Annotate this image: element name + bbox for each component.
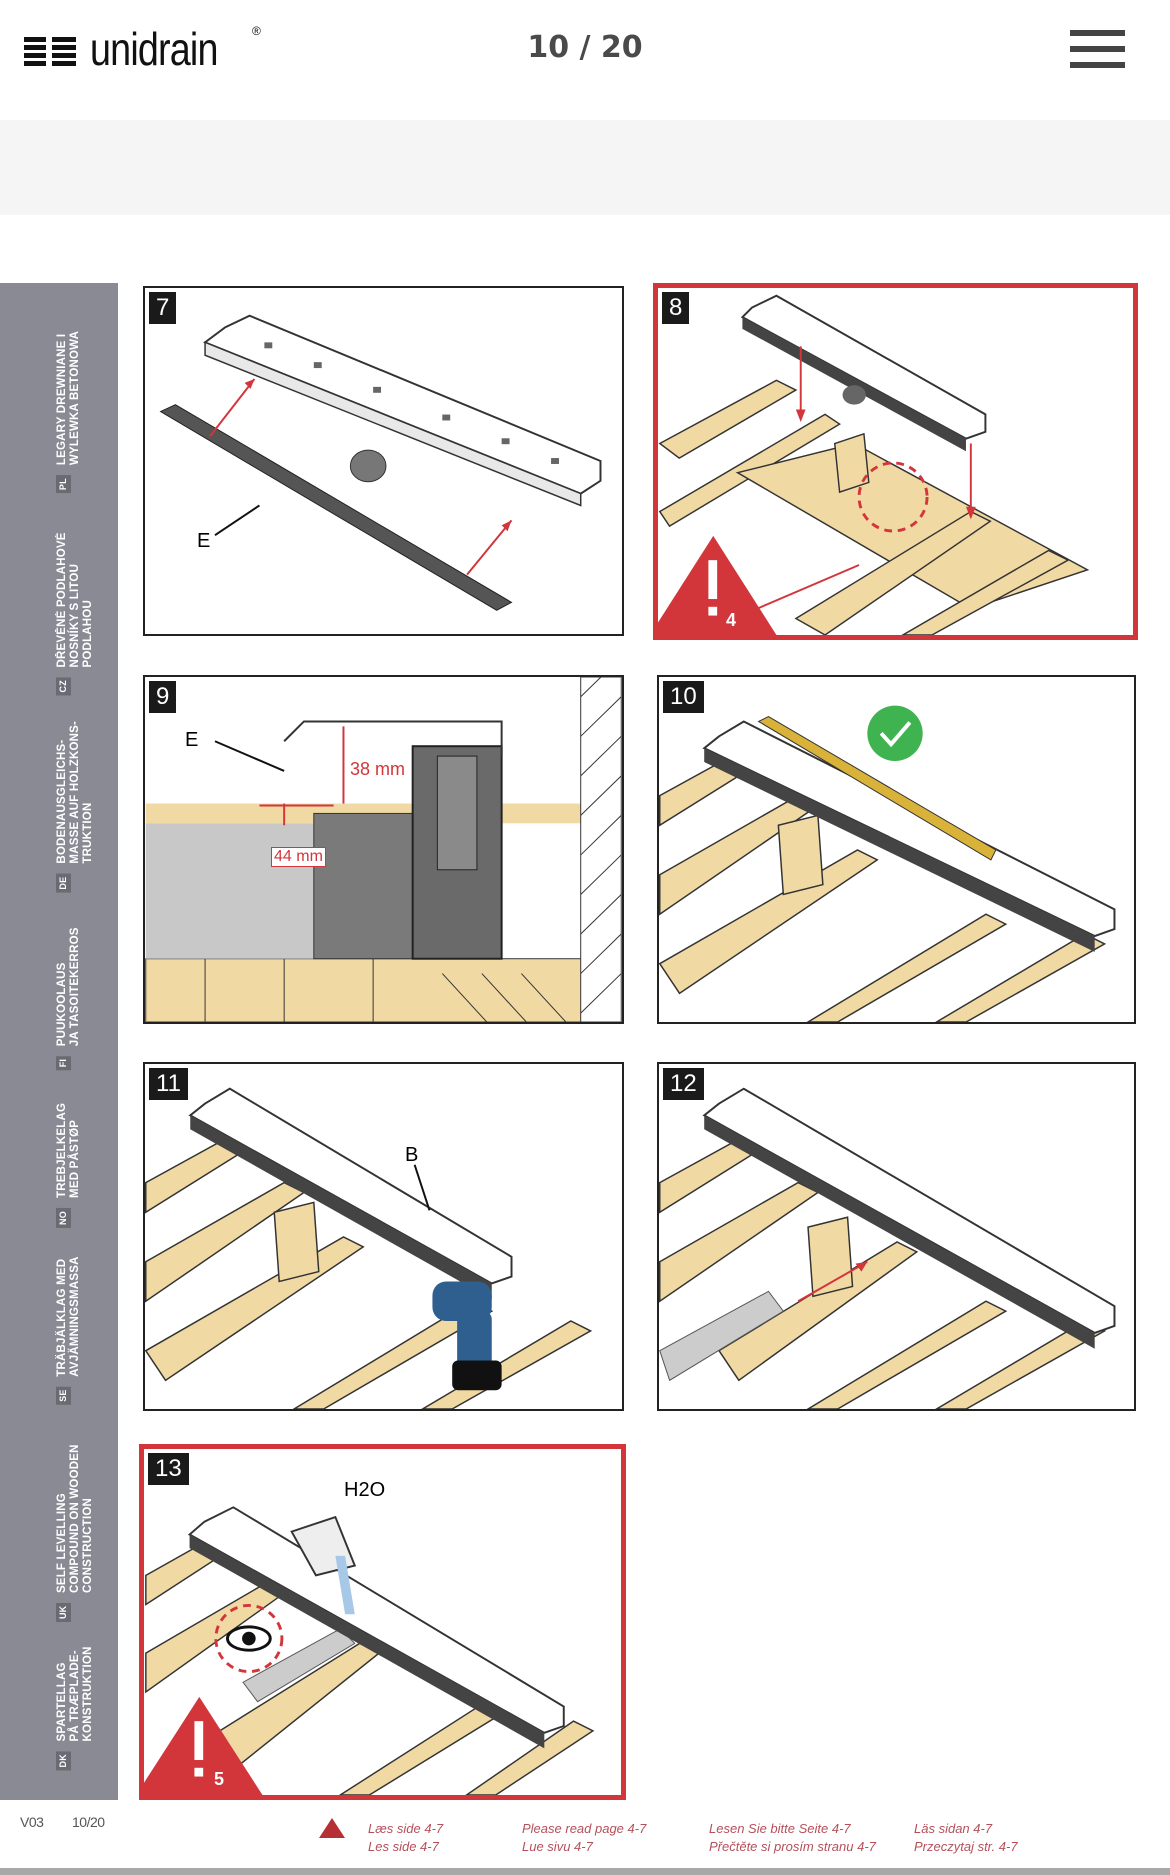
unidrain-logo[interactable]: unidrain ®	[24, 23, 261, 75]
step-7-panel: 7 E	[143, 286, 624, 636]
cross-section-illustration	[145, 677, 622, 1022]
step-number: 7	[149, 292, 177, 324]
warning-reference: 5	[214, 1769, 225, 1789]
note-line: Læs side 4-7	[368, 1821, 444, 1836]
lang-line: MASSE AUF HOLZKONS-	[69, 721, 81, 865]
level-check-illustration	[659, 705, 1116, 1022]
lang-line: COMPOUND ON WOODEN	[69, 1443, 81, 1593]
lang-line: DŘEVĚNÉ PODLAHOVÉ	[56, 531, 68, 667]
lang-line: SELF LEVELLING	[56, 1492, 68, 1593]
note-line: Przeczytaj str. 4-7	[914, 1839, 1018, 1854]
step-12-panel: 12	[657, 1062, 1136, 1411]
note-line: Lesen Sie bitte Seite 4-7	[709, 1821, 851, 1836]
step-number: 10	[663, 681, 704, 713]
bottom-scrollbar[interactable]	[0, 1868, 1170, 1875]
lang-badge: CZ	[56, 676, 71, 695]
lang-line: CONSTRUCTION	[82, 1497, 94, 1593]
warning-icon	[319, 1818, 345, 1838]
lang-badge: DE	[56, 874, 71, 893]
note-line: Přečtěte si prosím stranu 4-7	[709, 1839, 876, 1854]
note-line: Please read page 4-7	[522, 1821, 647, 1836]
page-indicator: 10 / 20	[527, 30, 643, 65]
hamburger-icon[interactable]	[1070, 30, 1125, 68]
lang-badge: PL	[56, 475, 71, 493]
logo-text: unidrain	[90, 23, 218, 75]
lang-line: PÅ TRÆPLADE-	[69, 1649, 81, 1741]
lang-badge: DK	[56, 1750, 71, 1770]
water-label: H2O	[344, 1479, 386, 1501]
lang-line: KONSTRUKTION	[82, 1645, 94, 1741]
lang-line: WYLEWKA BETONOWA	[69, 330, 81, 466]
lang-badge: FI	[56, 1055, 71, 1070]
part-label-e: E	[197, 530, 211, 552]
toolbar-band	[0, 120, 1170, 215]
lang-line: SPARTELLAG	[56, 1661, 68, 1741]
lang-line: NOSNÍKY S LITOU	[69, 563, 81, 667]
step-number: 13	[148, 1453, 189, 1485]
lang-line: TRÄBJÄLKLAG MED	[56, 1258, 68, 1377]
lang-line: PUUKOOLAUS	[56, 961, 68, 1046]
lang-badge: UK	[56, 1602, 71, 1622]
step-9-panel: 9 E 38 mm 44 mm	[143, 675, 624, 1024]
part-label-b: B	[405, 1144, 419, 1166]
registered-mark: ®	[252, 24, 261, 38]
lang-entry-de: DE BODENAUSGLEICHS-MASSE AUF HOLZKONS-TRU…	[56, 721, 95, 893]
lang-line: TRUKTION	[82, 803, 94, 865]
screw-fixing-illustration	[145, 1087, 593, 1409]
step-13-panel: 13 H2O 5	[139, 1444, 626, 1800]
water-test-illustration	[144, 1506, 595, 1795]
height-dimension: 38 mm	[350, 759, 406, 779]
step-10-panel: 10	[657, 675, 1136, 1024]
part-label-e: E	[185, 729, 199, 751]
note-line: Les side 4-7	[368, 1839, 439, 1854]
step-11-panel: 11 B	[143, 1062, 624, 1411]
drain-on-beams-illustration	[658, 294, 1090, 635]
lang-line: TREBJELKELAG	[56, 1103, 68, 1199]
lang-line: PODLAHOU	[82, 599, 94, 667]
logo-mark-icon	[24, 37, 76, 66]
note-line: Läs sidan 4-7	[914, 1821, 993, 1836]
lang-line: JA TASOITEKERROS	[69, 926, 81, 1046]
lang-line: AVJÄMNINGSMASSA	[69, 1256, 81, 1377]
lang-line: MED PÅSTØP	[69, 1120, 81, 1199]
drain-channel-illustration	[159, 314, 602, 611]
top-bar: unidrain ® 10 / 20	[0, 0, 1170, 120]
step-number: 12	[663, 1068, 704, 1100]
step-number: 8	[662, 292, 690, 324]
lang-badge: NO	[56, 1208, 71, 1228]
lang-badge: SE	[56, 1386, 71, 1405]
step-8-panel: 8 4	[653, 283, 1138, 640]
step-number: 9	[149, 681, 177, 713]
lang-line: LEGARY DREWNIANE I	[56, 333, 68, 466]
lang-line: BODENAUSGLEICHS-	[56, 740, 68, 865]
pipe-connection-illustration	[659, 1087, 1116, 1409]
page-label: 10/20	[72, 1814, 105, 1830]
step-number: 11	[149, 1068, 188, 1100]
warning-reference: 4	[726, 610, 737, 630]
version-label: V03	[20, 1814, 44, 1830]
width-dimension: 44 mm	[271, 847, 326, 867]
note-line: Lue sivu 4-7	[522, 1839, 593, 1854]
